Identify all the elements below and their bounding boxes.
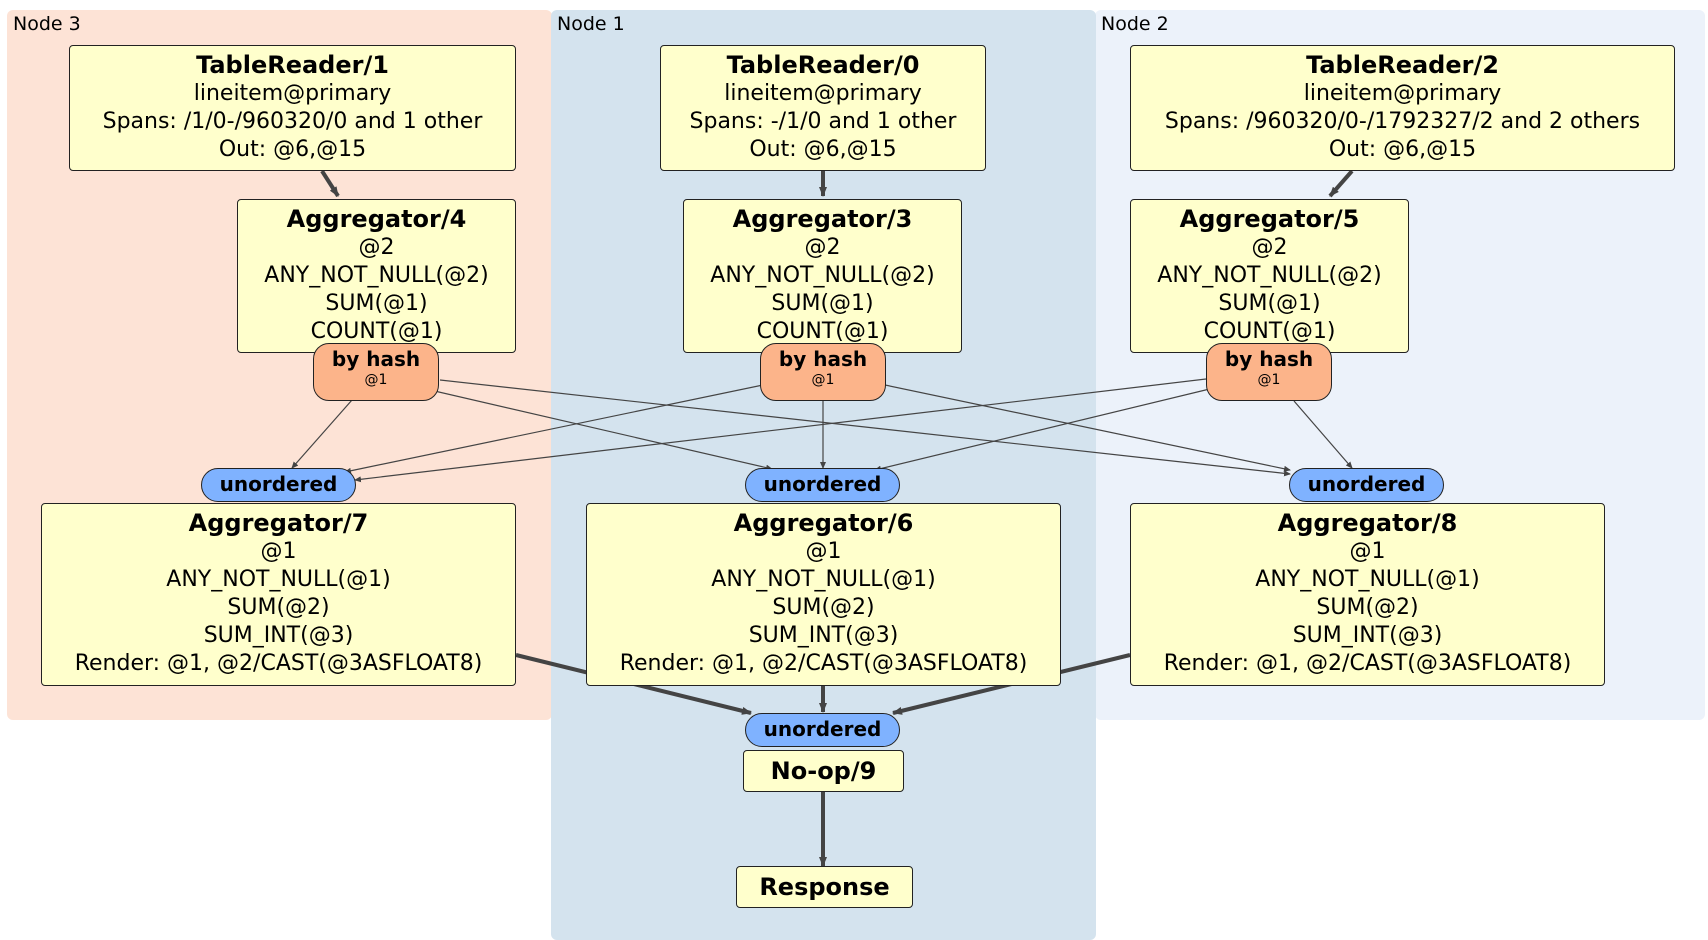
aggregator-5-line: SUM(@1) (1218, 291, 1321, 316)
edge-r4-s8 (439, 379, 1291, 477)
aggregator-3-line: ANY_NOT_NULL(@2) (710, 263, 935, 288)
tablereader-2-line: lineitem@primary (1303, 81, 1502, 106)
input-sync-9[interactable]: unordered (745, 713, 900, 747)
aggregator-7-line: ANY_NOT_NULL(@1) (166, 567, 391, 592)
hash-router-3-title: by hash (778, 347, 868, 371)
tablereader-0-title: TableReader/0 (726, 51, 920, 79)
aggregator-8-line: ANY_NOT_NULL(@1) (1255, 567, 1480, 592)
hash-router-3-column: @1 (811, 372, 835, 388)
aggregator-6-line: SUM_INT(@3) (748, 623, 899, 648)
aggregator-4-line: COUNT(@1) (310, 319, 443, 344)
aggregator-6-line: @1 (805, 539, 842, 564)
noop-9-title: No-op/9 (770, 757, 877, 785)
tablereader-2-title: TableReader/2 (1306, 51, 1499, 79)
node-1-label: Node 1 (557, 13, 625, 35)
hash-router-3[interactable]: by hash @1 (760, 343, 886, 401)
aggregator-4-line: @2 (358, 235, 395, 260)
aggregator-8-line: SUM_INT(@3) (1292, 623, 1443, 648)
aggregator-8-line: Render: @1, @2/CAST(@3ASFLOAT8) (1163, 651, 1572, 676)
tablereader-2-line: Spans: /960320/0-/1792327/2 and 2 others (1164, 109, 1641, 134)
input-sync-6[interactable]: unordered (745, 468, 900, 502)
hash-router-4-column: @1 (364, 372, 388, 388)
aggregator-3[interactable]: Aggregator/3 @2 ANY_NOT_NULL(@2) SUM(@1)… (683, 199, 962, 353)
edge-r5-s7 (354, 378, 1207, 483)
aggregator-5-line: @2 (1251, 235, 1288, 260)
tablereader-1-line: Out: @6,@15 (218, 137, 367, 162)
response-title: Response (759, 873, 890, 901)
aggregator-3-line: @2 (804, 235, 841, 260)
aggregator-7-line: Render: @1, @2/CAST(@3ASFLOAT8) (74, 651, 483, 676)
tablereader-1[interactable]: TableReader/1 lineitem@primary Spans: /1… (69, 45, 516, 171)
aggregator-7-line: @1 (260, 539, 297, 564)
aggregator-6-line: ANY_NOT_NULL(@1) (711, 567, 936, 592)
aggregator-4-line: SUM(@1) (325, 291, 428, 316)
input-sync-7[interactable]: unordered (201, 468, 356, 502)
aggregator-3-line: SUM(@1) (771, 291, 874, 316)
aggregator-4-line: ANY_NOT_NULL(@2) (264, 263, 489, 288)
hash-router-4-title: by hash (331, 347, 421, 371)
aggregator-6-line: SUM(@2) (772, 595, 875, 620)
tablereader-1-line: lineitem@primary (193, 81, 392, 106)
aggregator-5-line: COUNT(@1) (1203, 319, 1336, 344)
edge-r4-s6 (399, 382, 773, 471)
aggregator-7-line: SUM(@2) (227, 595, 330, 620)
aggregator-7-line: SUM_INT(@3) (203, 623, 354, 648)
tablereader-1-line: Spans: /1/0-/960320/0 and 1 other (102, 109, 483, 134)
noop-9[interactable]: No-op/9 (743, 750, 904, 792)
tablereader-0-line: Out: @6,@15 (749, 137, 897, 162)
node-3-label: Node 3 (13, 13, 81, 35)
aggregator-3-title: Aggregator/3 (732, 205, 913, 233)
aggregator-5[interactable]: Aggregator/5 @2 ANY_NOT_NULL(@2) SUM(@1)… (1130, 199, 1409, 353)
edge-tr2-agg5 (1328, 169, 1354, 198)
aggregator-6-title: Aggregator/6 (733, 509, 914, 537)
aggregator-7-title: Aggregator/7 (188, 509, 369, 537)
input-sync-8[interactable]: unordered (1289, 468, 1444, 502)
aggregator-5-line: ANY_NOT_NULL(@2) (1157, 263, 1382, 288)
aggregator-8-title: Aggregator/8 (1277, 509, 1458, 537)
hash-router-5-column: @1 (1257, 372, 1281, 388)
tablereader-0[interactable]: TableReader/0 lineitem@primary Spans: -/… (660, 45, 986, 171)
aggregator-7[interactable]: Aggregator/7 @1 ANY_NOT_NULL(@1) SUM(@2)… (41, 503, 516, 686)
hash-router-5-title: by hash (1224, 347, 1314, 371)
aggregator-4[interactable]: Aggregator/4 @2 ANY_NOT_NULL(@2) SUM(@1)… (237, 199, 516, 353)
edge-tr1-agg4 (320, 169, 340, 198)
edge-r4-s7 (291, 399, 353, 469)
hash-router-5[interactable]: by hash @1 (1206, 343, 1332, 401)
aggregator-6[interactable]: Aggregator/6 @1 ANY_NOT_NULL(@1) SUM(@2)… (586, 503, 1061, 686)
node-2-label: Node 2 (1101, 13, 1169, 35)
edge-r3-s7 (344, 384, 764, 474)
response[interactable]: Response (736, 866, 913, 908)
edge-r3-s8 (884, 384, 1291, 472)
tablereader-2[interactable]: TableReader/2 lineitem@primary Spans: /9… (1130, 45, 1675, 171)
edge-r5-s8 (1293, 400, 1353, 469)
aggregator-8[interactable]: Aggregator/8 @1 ANY_NOT_NULL(@1) SUM(@2)… (1130, 503, 1605, 686)
tablereader-2-line: Out: @6,@15 (1328, 137, 1477, 162)
hash-router-4[interactable]: by hash @1 (313, 343, 439, 401)
tablereader-0-line: lineitem@primary (724, 81, 922, 106)
aggregator-6-line: Render: @1, @2/CAST(@3ASFLOAT8) (619, 651, 1028, 676)
edge-r5-s6 (874, 385, 1223, 472)
tablereader-0-line: Spans: -/1/0 and 1 other (689, 109, 957, 134)
tablereader-1-title: TableReader/1 (196, 51, 389, 79)
aggregator-8-line: @1 (1349, 539, 1386, 564)
aggregator-3-line: COUNT(@1) (756, 319, 889, 344)
aggregator-5-title: Aggregator/5 (1179, 205, 1360, 233)
aggregator-8-line: SUM(@2) (1316, 595, 1419, 620)
aggregator-4-title: Aggregator/4 (286, 205, 467, 233)
